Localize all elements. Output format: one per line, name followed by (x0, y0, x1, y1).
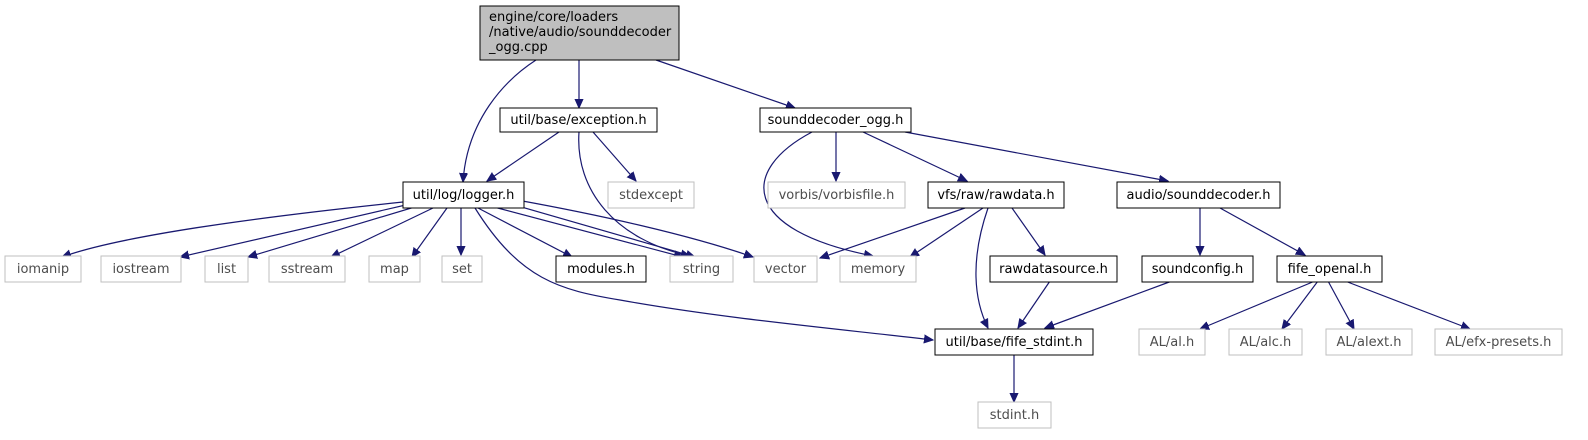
edge-logger-iostream (180, 203, 411, 257)
node-fife-stdint-label: util/base/fife_stdint.h (945, 335, 1082, 350)
node-vector-label: vector (765, 262, 807, 277)
node-stdexcept[interactable]: stdexcept (607, 181, 695, 209)
node-alc[interactable]: AL/alc.h (1228, 328, 1303, 356)
edge-logger-iomanip (62, 201, 404, 257)
edge-exception-stdexcept (592, 131, 636, 181)
node-list-label: list (217, 262, 236, 277)
node-logger[interactable]: util/log/logger.h (402, 181, 525, 209)
node-al-label: AL/al.h (1150, 335, 1194, 350)
node-al[interactable]: AL/al.h (1138, 328, 1206, 356)
node-soundconfig-label: soundconfig.h (1152, 262, 1244, 277)
edge-logger-string-1 (489, 205, 683, 257)
node-stdexcept-label: stdexcept (619, 188, 683, 203)
node-sounddecoder-label: audio/sounddecoder.h (1127, 188, 1271, 203)
nodes: engine/core/loaders /native/audio/soundd… (4, 5, 1563, 429)
node-logger-label: util/log/logger.h (413, 188, 515, 203)
node-sstream[interactable]: sstream (268, 255, 346, 283)
node-rawdatasource-label: rawdatasource.h (999, 262, 1108, 277)
edge-soundconfig-fife-stdint (1045, 280, 1173, 328)
edge-sdogg-sounddecoder (904, 131, 1168, 181)
node-soundconfig[interactable]: soundconfig.h (1141, 255, 1254, 283)
edge-rawdata-memory (910, 207, 984, 257)
node-iomanip-label: iomanip (17, 262, 69, 277)
node-alc-label: AL/alc.h (1240, 335, 1292, 350)
edge-fife-openal-efx (1344, 280, 1470, 329)
node-stdint[interactable]: stdint.h (977, 401, 1052, 429)
edge-sdogg-rawdata (862, 131, 967, 182)
node-rawdatasource[interactable]: rawdatasource.h (989, 255, 1118, 283)
node-set-label: set (452, 262, 472, 277)
edge-root-logger (463, 59, 537, 182)
node-efx-presets-label: AL/efx-presets.h (1446, 335, 1552, 350)
node-memory-label: memory (851, 262, 906, 277)
node-exception-label: util/base/exception.h (510, 113, 646, 128)
node-alext-label: AL/alext.h (1336, 335, 1401, 350)
node-iostream-label: iostream (112, 262, 169, 277)
edge-logger-sstream (331, 207, 434, 258)
node-iostream[interactable]: iostream (100, 255, 182, 283)
edge-fife-openal-alc (1282, 280, 1319, 329)
node-string-label: string (683, 262, 720, 277)
node-root-line-3: _ogg.cpp (488, 40, 548, 55)
node-modules-label: modules.h (567, 262, 635, 277)
edge-logger-list (248, 205, 419, 257)
node-set[interactable]: set (441, 255, 483, 283)
node-sounddecoder-ogg[interactable]: sounddecoder_ogg.h (759, 107, 912, 133)
node-iomanip[interactable]: iomanip (4, 255, 82, 283)
node-fife-openal[interactable]: fife_openal.h (1276, 255, 1383, 283)
node-sstream-label: sstream (281, 262, 333, 277)
edge-logger-fife-stdint (474, 207, 933, 340)
edge-logger-vector (516, 199, 753, 257)
node-efx-presets[interactable]: AL/efx-presets.h (1434, 328, 1563, 356)
edge-logger-map (412, 207, 448, 257)
edge-rawdatasource-fife-stdint (1018, 280, 1051, 328)
node-map[interactable]: map (368, 255, 421, 283)
node-alext[interactable]: AL/alext.h (1325, 328, 1413, 356)
node-exception[interactable]: util/base/exception.h (499, 107, 658, 133)
edge-sounddecoder-fife-openal (1219, 207, 1305, 255)
node-list[interactable]: list (204, 255, 249, 283)
node-root-line-2: /native/audio/sounddecoder (489, 25, 672, 40)
edge-fife-openal-alext (1327, 280, 1354, 329)
node-map-label: map (380, 262, 409, 277)
edge-rawdata-vector (820, 207, 966, 258)
node-fife-stdint[interactable]: util/base/fife_stdint.h (934, 328, 1094, 356)
edges (62, 59, 1470, 402)
node-vorbisfile-label: vorbis/vorbisfile.h (779, 188, 895, 203)
edge-rawdata-fife-stdint (975, 207, 989, 328)
node-rawdata-label: vfs/raw/rawdata.h (937, 188, 1054, 203)
edge-root-sounddecoder-ogg (655, 59, 795, 108)
node-rawdata[interactable]: vfs/raw/rawdata.h (927, 181, 1065, 209)
node-stdint-label: stdint.h (990, 408, 1039, 423)
node-vorbisfile[interactable]: vorbis/vorbisfile.h (767, 181, 906, 209)
edge-exception-logger (487, 131, 560, 181)
node-string[interactable]: string (669, 255, 734, 283)
node-vector[interactable]: vector (753, 255, 818, 283)
edge-sdogg-memory (763, 131, 873, 256)
edge-logger-string-2 (503, 201, 695, 257)
node-modules[interactable]: modules.h (555, 255, 647, 283)
edge-logger-modules (477, 207, 572, 257)
node-sounddecoder[interactable]: audio/sounddecoder.h (1116, 181, 1281, 209)
edge-fife-openal-al (1200, 280, 1316, 329)
node-fife-openal-label: fife_openal.h (1288, 262, 1372, 277)
node-sounddecoder-ogg-label: sounddecoder_ogg.h (768, 113, 904, 128)
node-root[interactable]: engine/core/loaders /native/audio/soundd… (479, 5, 680, 61)
edge-rawdata-rawdatasource (1011, 207, 1045, 255)
node-memory[interactable]: memory (839, 255, 917, 283)
node-root-line-1: engine/core/loaders (489, 10, 618, 25)
